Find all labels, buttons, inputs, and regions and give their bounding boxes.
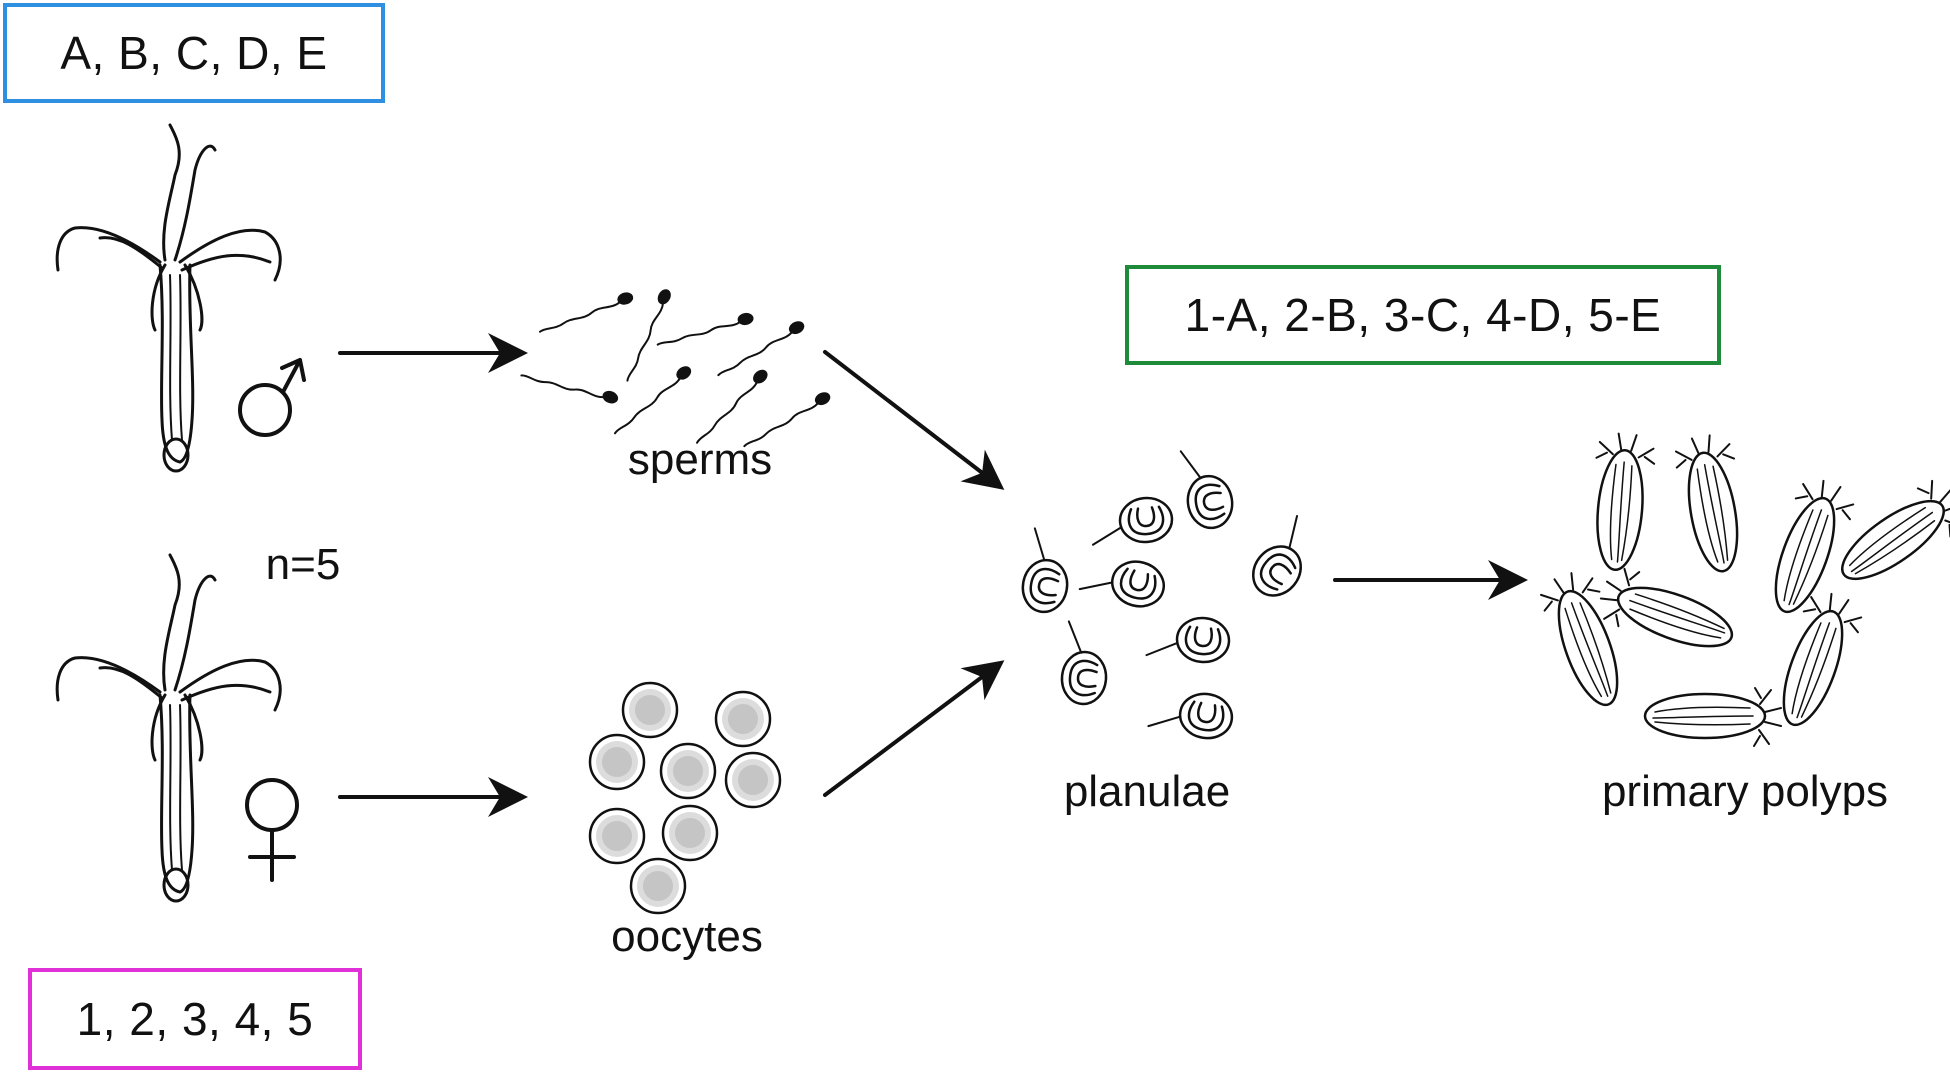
sperms-label: sperms [627, 435, 773, 484]
pairs-text: 1-A, 2-B, 3-C, 4-D, 5-E [1184, 289, 1662, 341]
male-symbol-icon [238, 358, 306, 437]
oocyte-cluster [588, 681, 782, 915]
female-set-box: 1, 2, 3, 4, 5 [28, 968, 362, 1070]
female-symbol-icon [245, 778, 299, 882]
arrow-sperms-to-planulae [823, 350, 1005, 490]
sperm-cluster [520, 285, 836, 448]
female-hydra-drawing [55, 553, 282, 903]
male-set-box: A, B, C, D, E [3, 3, 385, 103]
male-set-text: A, B, C, D, E [60, 27, 328, 79]
male-hydra-drawing [55, 123, 282, 473]
n-label: n=5 [265, 540, 341, 589]
oocytes-label: oocytes [611, 912, 763, 961]
planulae-label: planulae [1063, 767, 1231, 816]
pairs-box: 1-A, 2-B, 3-C, 4-D, 5-E [1125, 265, 1721, 365]
planula-cluster [1017, 442, 1331, 744]
polyps-label: primary polyps [1601, 767, 1889, 816]
arrow-oocytes-to-planulae [823, 660, 1005, 797]
polyp-cluster [1534, 430, 1950, 748]
female-set-text: 1, 2, 3, 4, 5 [76, 993, 314, 1045]
